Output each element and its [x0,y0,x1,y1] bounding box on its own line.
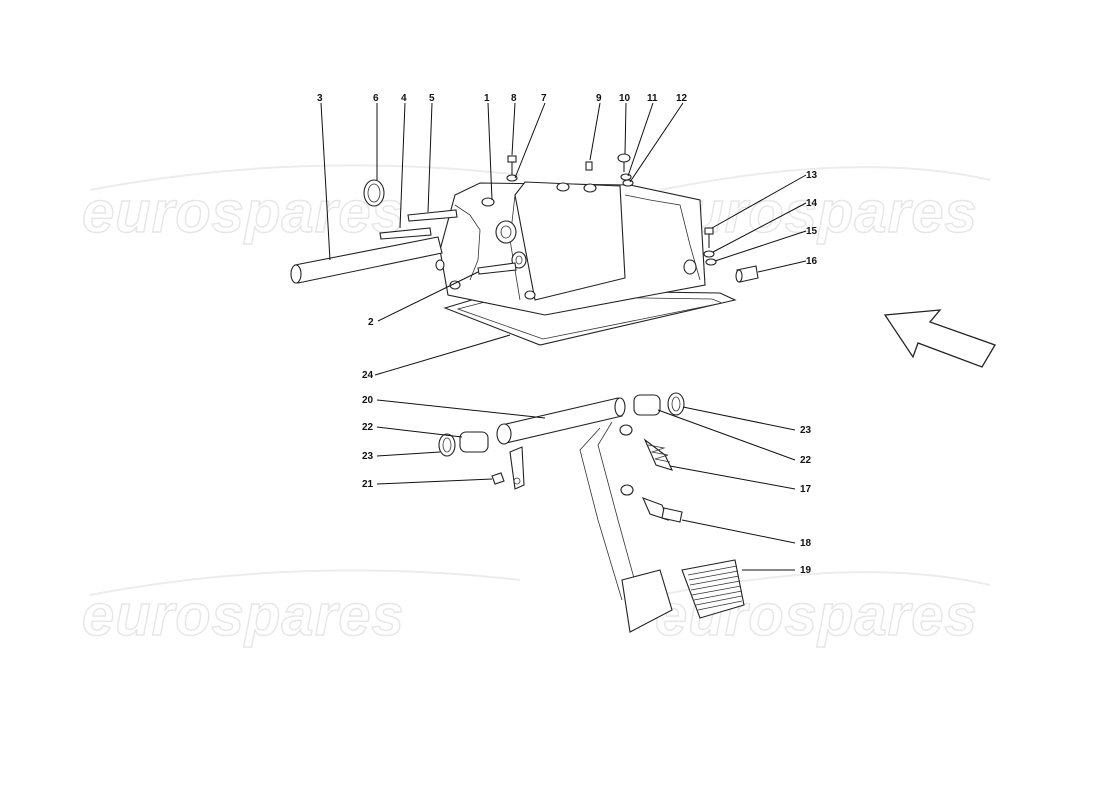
callout-14: 14 [806,198,818,209]
watermark-bottom-left: eurospares [82,583,405,648]
callout-19: 19 [800,565,812,576]
nut [491,472,505,485]
pedal-arm [579,421,673,633]
switch-sensor [641,497,683,523]
callout-8: 8 [511,93,517,104]
callout-1: 1 [484,93,490,104]
watermark-top-left: eurospares [82,180,405,245]
bushings-right [633,392,685,416]
bushings-left [438,431,489,457]
spring [643,438,674,471]
leader-lines [320,102,807,571]
direction-arrow-icon [883,309,996,368]
callout-13: 13 [806,170,818,181]
callout-labels: 3 6 4 5 1 8 7 9 10 11 12 13 14 15 16 2 2… [317,93,818,576]
callout-23-right: 23 [800,425,812,436]
callout-15: 15 [806,226,818,237]
callout-2: 2 [368,317,374,328]
callout-3: 3 [317,93,323,104]
callout-16: 16 [806,256,818,267]
shaft [290,236,443,284]
callout-4: 4 [401,93,407,104]
bolts-washers [506,153,759,283]
watermark-group: eurospares eurospares eurospares eurospa… [81,164,991,649]
studs [379,209,517,275]
callout-6: 6 [373,93,379,104]
watermark-top-right: eurospares [655,180,978,245]
callout-5: 5 [429,93,435,104]
callout-24: 24 [362,370,374,381]
callout-22-left: 22 [362,422,374,433]
callout-17: 17 [800,484,812,495]
pedal-shaft [496,397,626,490]
callout-23-left: 23 [362,451,374,462]
seal-ring [363,179,385,207]
pedal-pad [681,559,745,619]
callout-7: 7 [541,93,547,104]
callout-11: 11 [647,93,658,104]
callout-22-right: 22 [800,455,812,466]
callout-9: 9 [596,93,602,104]
callout-20: 20 [362,395,374,406]
watermark-bottom-right: eurospares [655,583,978,648]
callout-10: 10 [619,93,631,104]
callout-21: 21 [362,479,374,490]
callout-12: 12 [676,93,688,104]
callout-18: 18 [800,538,812,549]
housing-cover [435,181,706,316]
